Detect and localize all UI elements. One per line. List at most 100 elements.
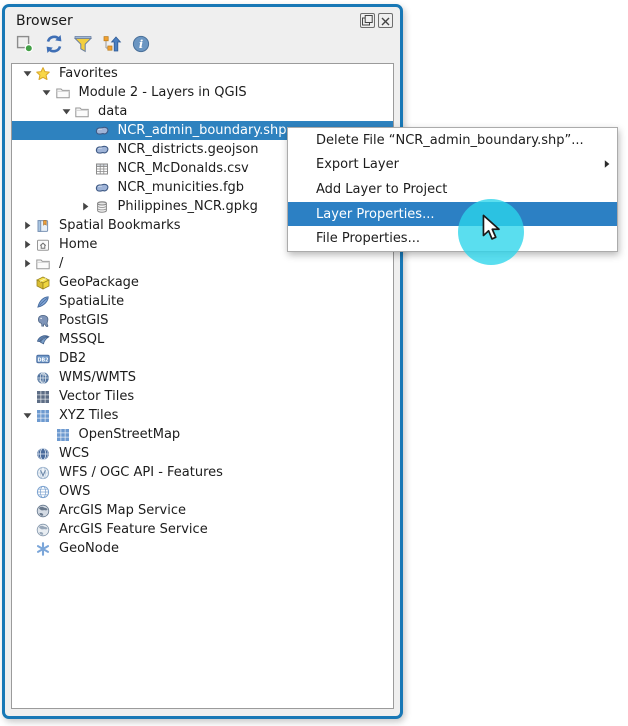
close-icon: [381, 11, 390, 30]
svg-text:i: i: [139, 37, 143, 51]
tree-item-ows[interactable]: OWS: [12, 482, 393, 501]
collapse-arrow-icon[interactable]: [20, 259, 34, 268]
float-button[interactable]: [360, 13, 375, 28]
context-menu: Delete File “NCR_admin_boundary.shp”... E…: [287, 127, 618, 252]
mssql-icon: [34, 332, 52, 348]
folder-icon: [73, 104, 91, 120]
menu-item-label: Add Layer to Project: [316, 181, 448, 197]
tree-item-wcs[interactable]: WCS: [12, 444, 393, 463]
geonode-icon: [34, 541, 52, 557]
tree-item-vector-tiles[interactable]: Vector Tiles: [12, 387, 393, 406]
vector-tiles-icon: [34, 389, 52, 405]
tree-item-spatial-bookmarks[interactable]: Spatial Bookmarks: [12, 216, 393, 235]
tree-item-label: PostGIS: [59, 313, 109, 328]
tree-item-geopackage[interactable]: GeoPackage: [12, 273, 393, 292]
tree-item-label: Module 2 - Layers in QGIS: [78, 85, 247, 100]
menu-item-delete-file-ncr-admin-boundary-shp[interactable]: Delete File “NCR_admin_boundary.shp”...: [288, 128, 617, 153]
browser-toolbar: i: [5, 33, 400, 61]
menu-item-add-layer-to-project[interactable]: Add Layer to Project: [288, 177, 617, 202]
tree-item-openstreetmap[interactable]: OpenStreetMap: [12, 425, 393, 444]
close-button[interactable]: [378, 13, 393, 28]
collapse-all-button[interactable]: [99, 33, 125, 59]
tree-item-data[interactable]: data: [12, 102, 393, 121]
wcs-icon: [34, 446, 52, 462]
tree-item-module-2-layers-in-qgis[interactable]: Module 2 - Layers in QGIS: [12, 83, 393, 102]
tree-item-label: WMS/WMTS: [59, 370, 136, 385]
expand-arrow-icon[interactable]: [59, 107, 73, 116]
submenu-arrow-icon: [604, 157, 610, 172]
tree-item-label: ArcGIS Feature Service: [59, 522, 208, 537]
tree-item-label: OWS: [59, 484, 91, 499]
tree-item-philippines-ncr-gpkg[interactable]: Philippines_NCR.gpkg: [12, 197, 393, 216]
info-icon: i: [130, 33, 152, 59]
xyz-tiles-icon: [34, 408, 52, 424]
tree-item-ncr-districts-geojson[interactable]: NCR_districts.geojson: [12, 140, 393, 159]
tree-item-label: DB2: [59, 351, 87, 366]
tree-item-label: ArcGIS Map Service: [59, 503, 187, 518]
tree-item-label: data: [98, 104, 128, 119]
tree-item-arcgis-feature-service[interactable]: ArcGIS Feature Service: [12, 520, 393, 539]
table-icon: [93, 161, 111, 177]
refresh-button[interactable]: [41, 33, 67, 59]
properties-widget-button[interactable]: i: [128, 33, 154, 59]
svg-text:DB2: DB2: [38, 357, 49, 363]
tree-item-label: NCR_municities.fgb: [117, 180, 245, 195]
refresh-icon: [43, 33, 65, 59]
spatialite-icon: [34, 294, 52, 310]
add-layer-icon: [14, 33, 36, 59]
filter-icon: [72, 33, 94, 59]
tree-item-xyz-tiles[interactable]: XYZ Tiles: [12, 406, 393, 425]
tree-item-db2[interactable]: DB2 DB2: [12, 349, 393, 368]
tree-item-label: SpatiaLite: [59, 294, 125, 309]
tree-item-[interactable]: /: [12, 254, 393, 273]
filter-browser-button[interactable]: [70, 33, 96, 59]
panel-titlebar[interactable]: Browser: [5, 7, 400, 33]
wms-icon: [34, 370, 52, 386]
expand-arrow-icon[interactable]: [40, 88, 54, 97]
menu-item-label: Layer Properties...: [316, 206, 435, 222]
star-icon: [34, 66, 52, 82]
folder-icon: [54, 85, 72, 101]
tree-item-spatialite[interactable]: SpatiaLite: [12, 292, 393, 311]
window-buttons: [360, 13, 393, 28]
tree-item-label: GeoNode: [59, 541, 119, 556]
collapse-arrow-icon[interactable]: [79, 202, 93, 211]
database-file-icon: [93, 199, 111, 215]
panel-title: Browser: [16, 13, 73, 29]
tree-item-home[interactable]: Home: [12, 235, 393, 254]
menu-item-layer-properties[interactable]: Layer Properties...: [288, 201, 617, 227]
tree-item-label: Vector Tiles: [59, 389, 135, 404]
tree-item-ncr-municities-fgb[interactable]: NCR_municities.fgb: [12, 178, 393, 197]
tree-item-wms-wmts[interactable]: WMS/WMTS: [12, 368, 393, 387]
xyz-tiles-icon: [54, 427, 72, 443]
tree-item-postgis[interactable]: PostGIS: [12, 311, 393, 330]
tree-item-wfs-ogc-api-features[interactable]: WFS / OGC API - Features: [12, 463, 393, 482]
tree-item-geonode[interactable]: GeoNode: [12, 539, 393, 558]
tree-item-label: XYZ Tiles: [59, 408, 119, 423]
tree-item-label: /: [59, 256, 64, 271]
geopackage-icon: [34, 275, 52, 291]
vector-polygon-icon: [93, 123, 111, 139]
bookmarks-icon: [34, 218, 52, 234]
tree-item-favorites[interactable]: Favorites: [12, 64, 393, 83]
add-selected-layers-button[interactable]: [12, 33, 38, 59]
tree-item-mssql[interactable]: MSSQL: [12, 330, 393, 349]
tree-item-label: WFS / OGC API - Features: [59, 465, 223, 480]
collapse-all-icon: [101, 33, 123, 59]
menu-item-export-layer[interactable]: Export Layer: [288, 153, 617, 178]
tree-item-arcgis-map-service[interactable]: ArcGIS Map Service: [12, 501, 393, 520]
menu-item-label: Export Layer: [316, 157, 399, 173]
mouse-cursor-icon: [482, 214, 501, 246]
db2-icon: DB2: [34, 351, 52, 367]
expand-arrow-icon[interactable]: [20, 69, 34, 78]
collapse-arrow-icon[interactable]: [20, 240, 34, 249]
tree-item-label: Favorites: [59, 66, 118, 81]
tree-item-ncr-mcdonalds-csv[interactable]: NCR_McDonalds.csv: [12, 159, 393, 178]
collapse-arrow-icon[interactable]: [20, 221, 34, 230]
expand-arrow-icon[interactable]: [20, 411, 34, 420]
arcgis-map-icon: [34, 503, 52, 519]
tree-item-label: Philippines_NCR.gpkg: [117, 199, 258, 214]
menu-item-file-properties[interactable]: File Properties...: [288, 226, 617, 251]
tree-item-label: NCR_admin_boundary.shp: [117, 123, 287, 138]
